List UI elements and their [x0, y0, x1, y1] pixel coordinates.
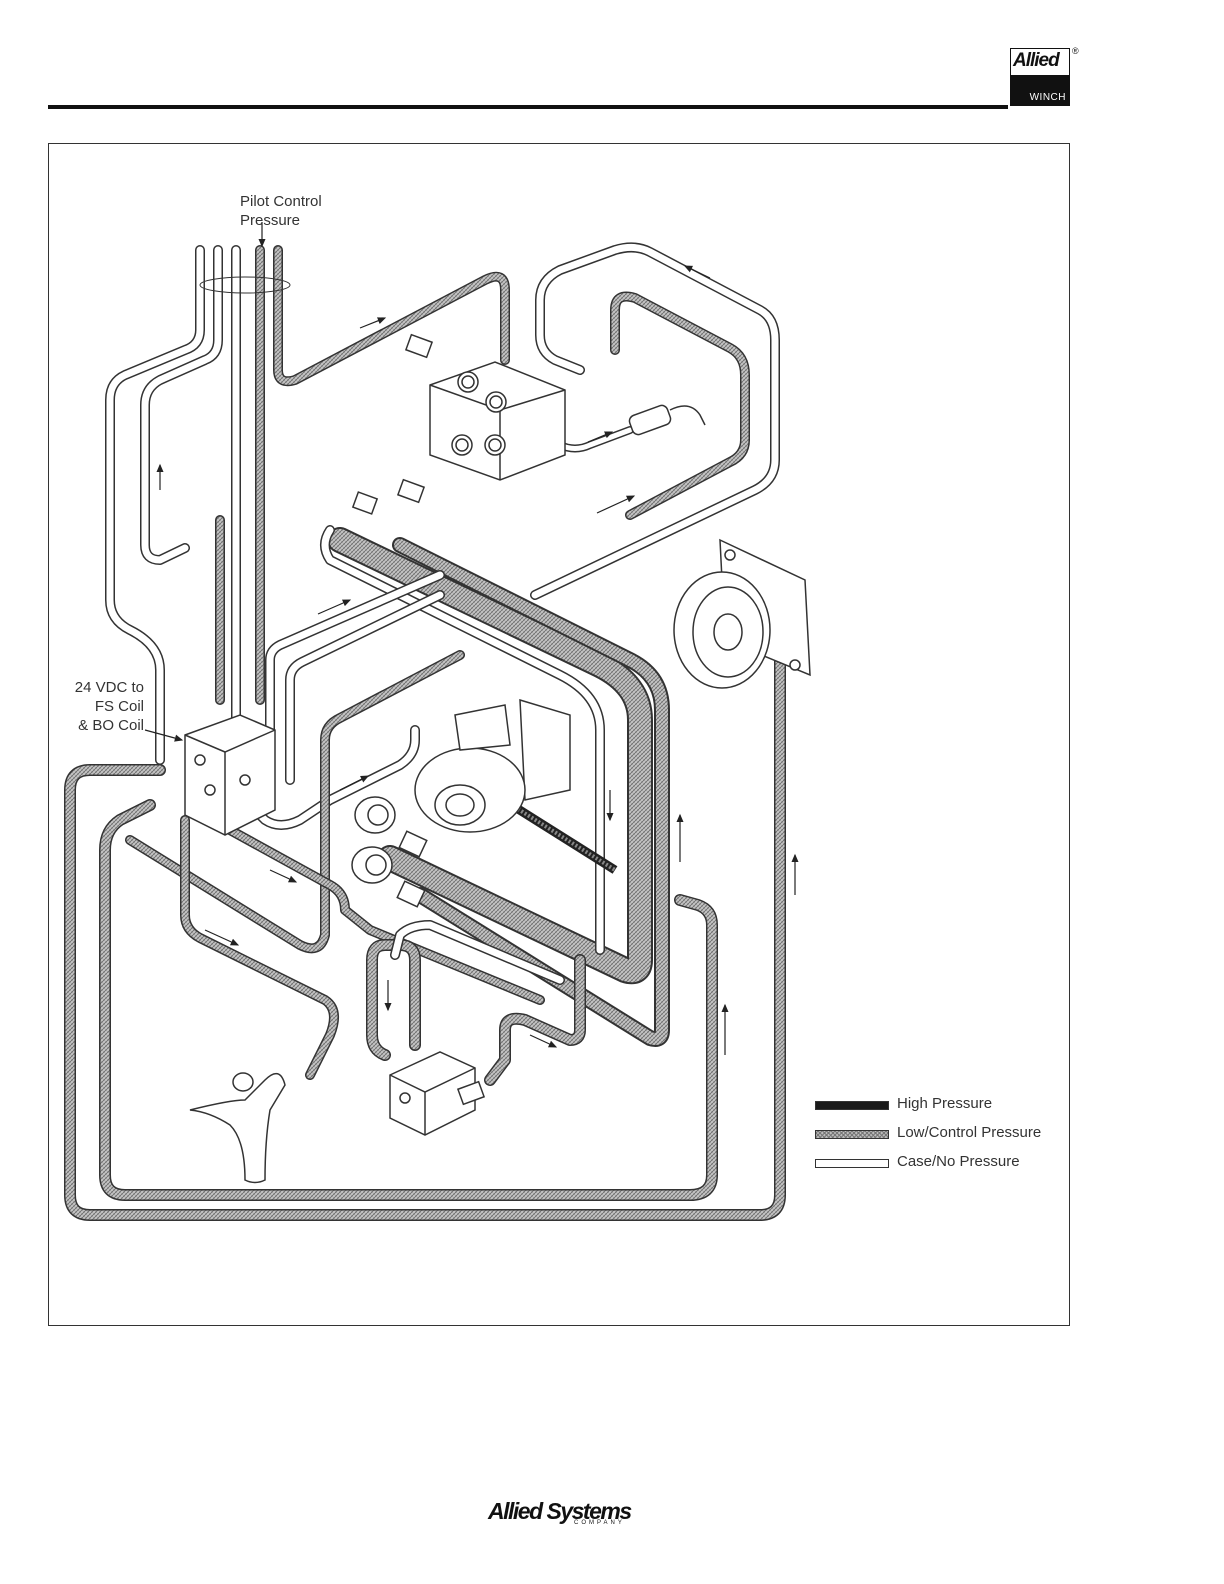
left-manifold-block	[185, 715, 275, 835]
pilot-lines	[200, 250, 505, 720]
brake-housing	[674, 540, 810, 688]
allied-systems-footer-logo: Allied Systems COMPANY	[488, 1498, 633, 1528]
pressure-switch	[628, 404, 705, 436]
directional-valve-block	[430, 362, 565, 480]
legend-item-high: High Pressure	[815, 1095, 1065, 1124]
hydraulic-motor	[415, 700, 570, 832]
flow-arrow	[270, 870, 296, 882]
pilot-control-label: Pilot Control Pressure	[240, 192, 322, 230]
legend-swatch-low	[815, 1130, 889, 1139]
lower-valve-lines	[372, 925, 580, 1080]
legend-item-low: Low/Control Pressure	[815, 1124, 1065, 1153]
control-lever	[190, 1073, 285, 1183]
vdc-coil-label: 24 VDC to FS Coil & BO Coil	[60, 678, 144, 735]
legend-swatch-case	[815, 1159, 889, 1168]
flow-arrow	[360, 318, 385, 328]
pressure-legend: High Pressure Low/Control Pressure Case/…	[815, 1095, 1065, 1182]
legend-item-case: Case/No Pressure	[815, 1153, 1065, 1182]
brake-valve	[390, 1052, 484, 1135]
legend-swatch-high	[815, 1101, 889, 1110]
